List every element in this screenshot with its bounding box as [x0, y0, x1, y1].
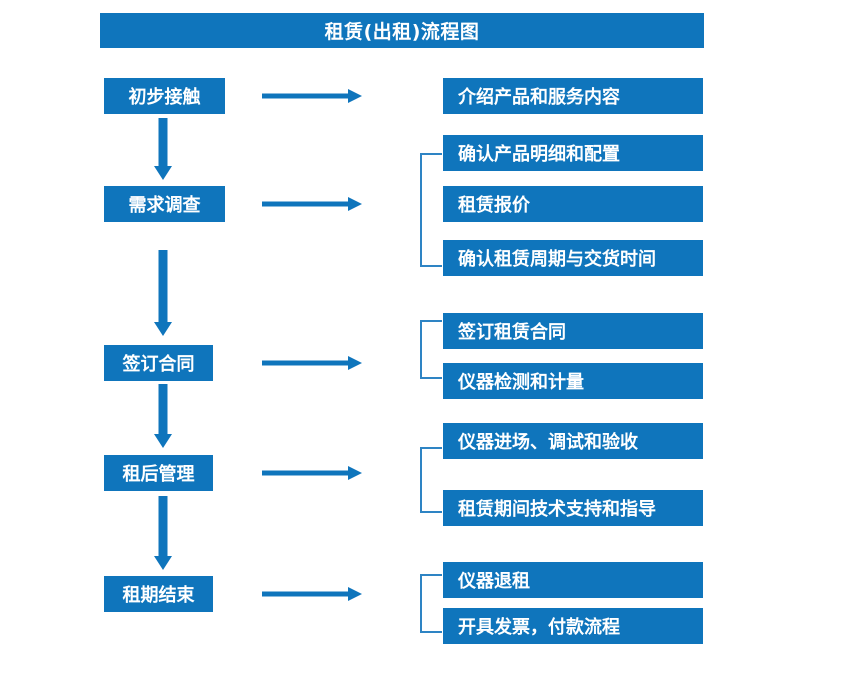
down-arrow-icon-2 [154, 250, 172, 336]
stage-label-2: 需求调查 [128, 195, 201, 216]
stage-label-1: 初步接触 [128, 87, 201, 108]
detail-label-7: 仪器进场、调试和验收 [458, 432, 638, 453]
bracket-connector-icon-4 [420, 574, 442, 633]
detail-box-9[interactable]: 仪器退租 [443, 562, 703, 598]
detail-label-9: 仪器退租 [458, 571, 530, 592]
right-arrow-icon-5 [262, 587, 362, 601]
page-title: 租赁(出租)流程图 [100, 13, 704, 48]
right-arrow-icon-4 [262, 466, 362, 480]
right-arrow-icon-3 [262, 356, 362, 370]
detail-label-8: 租赁期间技术支持和指导 [458, 499, 656, 520]
down-arrow-icon-1 [154, 118, 172, 180]
stage-label-5: 租期结束 [122, 585, 195, 606]
detail-label-10: 开具发票，付款流程 [458, 617, 620, 638]
detail-label-2: 确认产品明细和配置 [458, 144, 620, 165]
detail-box-5[interactable]: 签订租赁合同 [443, 313, 703, 349]
detail-box-10[interactable]: 开具发票，付款流程 [443, 608, 703, 644]
detail-label-5: 签订租赁合同 [458, 322, 566, 343]
stage-box-4[interactable]: 租后管理 [104, 455, 213, 491]
detail-box-2[interactable]: 确认产品明细和配置 [443, 135, 703, 171]
detail-box-1[interactable]: 介绍产品和服务内容 [443, 78, 703, 114]
stage-box-2[interactable]: 需求调查 [104, 186, 225, 222]
right-arrow-icon-2 [262, 197, 362, 211]
detail-box-6[interactable]: 仪器检测和计量 [443, 363, 703, 399]
detail-box-7[interactable]: 仪器进场、调试和验收 [443, 423, 703, 459]
bracket-connector-icon-1 [420, 153, 442, 267]
stage-box-1[interactable]: 初步接触 [104, 78, 225, 114]
bracket-connector-icon-2 [420, 320, 442, 379]
stage-box-3[interactable]: 签订合同 [104, 345, 213, 381]
down-arrow-icon-4 [154, 496, 172, 570]
detail-label-3: 租赁报价 [458, 195, 530, 216]
detail-label-6: 仪器检测和计量 [458, 372, 584, 393]
detail-box-8[interactable]: 租赁期间技术支持和指导 [443, 490, 703, 526]
right-arrow-icon-1 [262, 89, 362, 103]
bracket-connector-icon-3 [420, 447, 442, 513]
stage-label-3: 签订合同 [122, 354, 195, 375]
detail-box-3[interactable]: 租赁报价 [443, 186, 703, 222]
detail-box-4[interactable]: 确认租赁周期与交货时间 [443, 240, 703, 276]
detail-label-4: 确认租赁周期与交货时间 [458, 249, 656, 270]
down-arrow-icon-3 [154, 384, 172, 448]
detail-label-1: 介绍产品和服务内容 [458, 87, 620, 108]
stage-label-4: 租后管理 [122, 464, 195, 485]
stage-box-5[interactable]: 租期结束 [104, 576, 213, 612]
